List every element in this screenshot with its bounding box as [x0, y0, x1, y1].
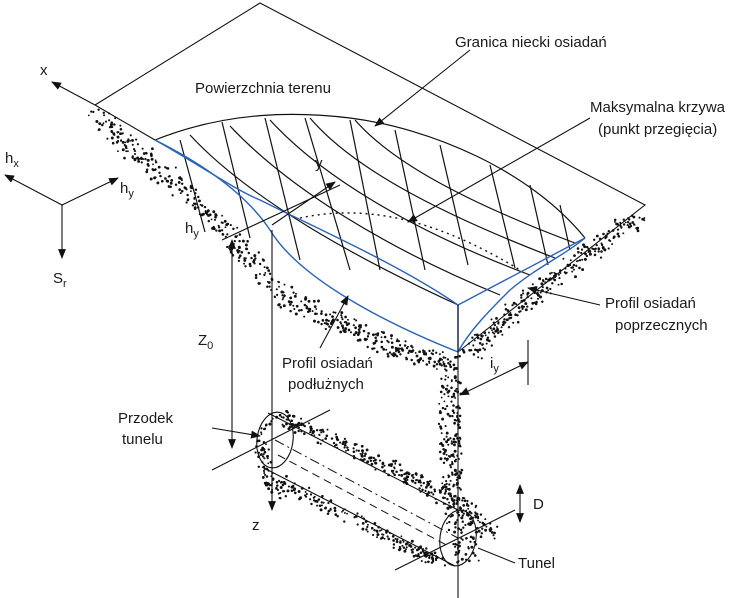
longitudinal-label: Profil osiadań — [282, 355, 373, 372]
longitudinal-label-2: podłużnych — [288, 376, 364, 393]
coordinate-triad — [4, 174, 119, 259]
max-curve-label-2: (punkt przegięcia) — [598, 121, 717, 138]
longitudinal-profile-curve — [154, 139, 459, 353]
face-label: Przodek — [118, 410, 174, 427]
x-axis-label: x — [40, 62, 48, 79]
y-axis-arrow — [271, 181, 336, 226]
hy-surface-label: hy — [185, 220, 199, 240]
iy-label: iy — [490, 355, 499, 375]
max-curve-label: Maksymalna krzywa — [590, 99, 726, 116]
max-curve-leader — [407, 117, 591, 223]
z-axis-label: z — [252, 517, 260, 534]
transverse-leader — [527, 286, 601, 306]
sr-label: Sr — [53, 270, 67, 290]
ground-edge-left — [94, 104, 156, 141]
transverse-label: Profil osiadań — [605, 295, 696, 312]
transverse-label-2: poprzecznych — [615, 317, 708, 334]
hy-tick-line — [221, 184, 341, 241]
soil-stipple — [87, 108, 646, 567]
iy-dimension-line — [459, 361, 529, 396]
transverse-profile-curve — [457, 237, 586, 353]
settlement-trough-grid — [154, 113, 586, 306]
tunnel-leader — [477, 547, 516, 564]
face-leader — [211, 427, 261, 439]
hx-label: hx — [5, 150, 19, 170]
d-label: D — [533, 496, 544, 513]
face-label-2: tunelu — [122, 431, 163, 448]
longitudinal-profile-upper — [154, 139, 459, 306]
y-axis-label: y — [315, 155, 323, 172]
longitudinal-leader — [319, 295, 349, 349]
tunnel-label: Tunel — [518, 555, 555, 572]
surface-label: Powierzchnia terenu — [195, 80, 331, 97]
tunnel — [211, 409, 516, 571]
hy-label: hy — [120, 180, 134, 200]
transverse-profile-top — [457, 237, 586, 306]
x-axis-arrow — [51, 81, 96, 106]
boundary-leader — [374, 49, 471, 127]
ground-surface-plane — [94, 2, 647, 353]
boundary-label: Granica niecki osiadań — [455, 34, 607, 51]
z0-label: Z0 — [198, 332, 213, 352]
